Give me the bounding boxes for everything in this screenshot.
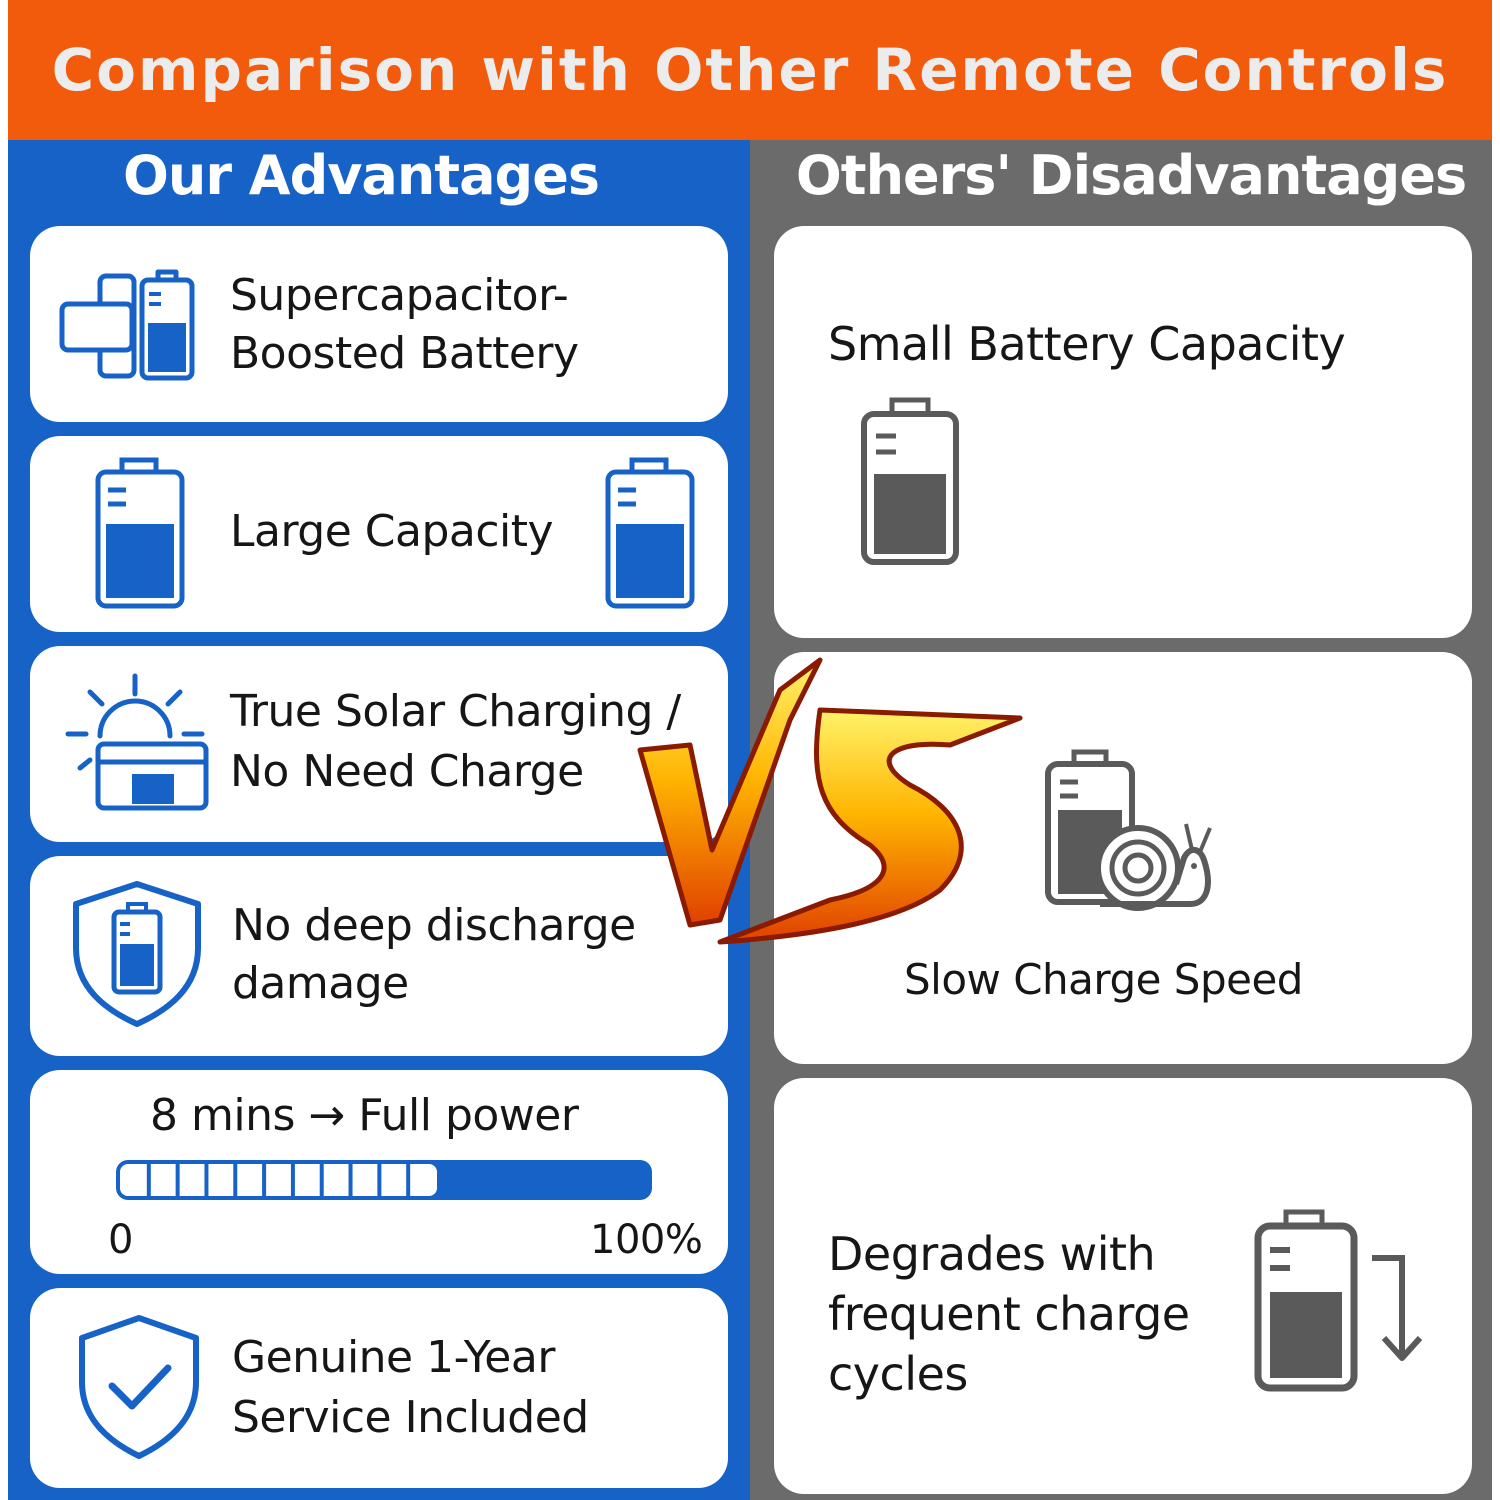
advantage-text-line1: Genuine 1-Year xyxy=(232,1332,555,1383)
advantage-text-line2: damage xyxy=(232,958,409,1009)
advantage-text-line2: Service Included xyxy=(232,1392,589,1443)
disadvantage-text-line3: cycles xyxy=(828,1347,968,1401)
disadvantage-text-line2: frequent charge xyxy=(828,1287,1190,1341)
advantages-heading: Our Advantages xyxy=(123,143,600,207)
disadvantage-card-degrades: Degrades with frequent charge cycles xyxy=(774,1078,1472,1494)
charge-time-title: 8 mins → Full power xyxy=(150,1090,579,1141)
battery-down-arrow-icon xyxy=(1254,1209,1423,1392)
battery-icon xyxy=(861,397,959,565)
disadvantages-heading: Others' Disadvantages xyxy=(795,143,1467,207)
advantage-card-fast-charge: 8 mins → Full power 0 100% xyxy=(30,1070,728,1274)
page-title: Comparison with Other Remote Controls xyxy=(51,36,1449,104)
progress-min-label: 0 xyxy=(108,1217,133,1263)
disadvantage-text: Small Battery Capacity xyxy=(828,317,1346,371)
disadvantage-text-line1: Degrades with xyxy=(828,1227,1156,1281)
charge-progress-bar xyxy=(116,1160,652,1200)
advantage-text-line2: No Need Charge xyxy=(230,746,584,797)
disadvantage-text: Slow Charge Speed xyxy=(904,955,1303,1004)
shield-battery-icon xyxy=(73,881,201,1027)
supercapacitor-battery-icon xyxy=(59,269,195,381)
advantage-card-supercapacitor: Supercapacitor- Boosted Battery xyxy=(30,226,728,422)
advantage-text-line1: True Solar Charging / xyxy=(230,686,681,737)
advantages-column: Our Advantages Supercapacitor- Boosted B… xyxy=(8,140,750,1500)
shield-check-icon xyxy=(79,1315,199,1459)
disadvantages-column: Others' Disadvantages Small Battery Capa… xyxy=(750,140,1492,1500)
advantage-card-deep-discharge: No deep discharge damage xyxy=(30,856,728,1056)
advantage-card-large-capacity: Large Capacity xyxy=(30,436,728,632)
battery-icon xyxy=(95,457,185,609)
disadvantage-card-small-capacity: Small Battery Capacity xyxy=(774,226,1472,638)
advantage-text-line1: Supercapacitor- xyxy=(230,270,569,321)
vs-emblem: VS xyxy=(637,657,1023,945)
advantage-card-solar: True Solar Charging / No Need Charge xyxy=(30,646,728,842)
battery-icon xyxy=(605,457,695,609)
advantage-text: Large Capacity xyxy=(230,506,554,557)
advantage-text-line2: Boosted Battery xyxy=(230,328,579,379)
advantage-text-line1: No deep discharge xyxy=(232,900,636,951)
advantage-card-service: Genuine 1-Year Service Included xyxy=(30,1288,728,1488)
progress-max-label: 100% xyxy=(590,1217,703,1263)
title-banner: Comparison with Other Remote Controls xyxy=(8,0,1492,140)
solar-panel-icon xyxy=(65,673,209,811)
battery-snail-icon xyxy=(1045,749,1212,911)
